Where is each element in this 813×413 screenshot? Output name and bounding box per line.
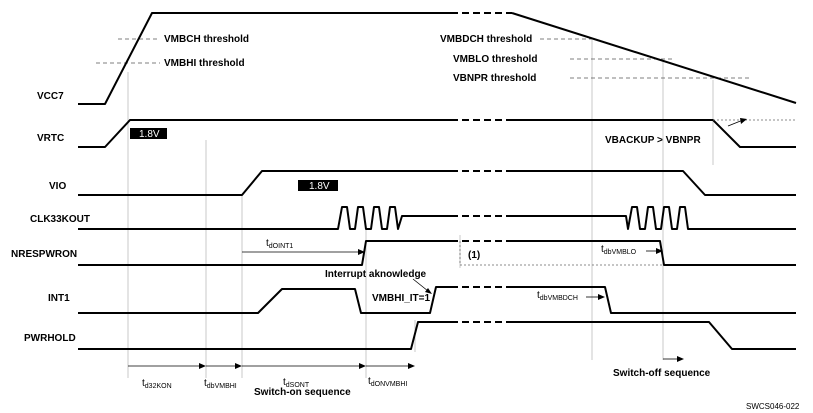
threshold-label-vmblo: VMBLO threshold	[453, 54, 537, 65]
waveform-vcc7	[78, 12, 797, 105]
timing-label-dointi: tdOINT1	[266, 238, 293, 250]
timing-label-dbvmbhi: tdbVMBHI	[204, 378, 237, 390]
signal-label-vrtc: VRTC	[37, 133, 64, 144]
vmbhi-it-label: VMBHI_IT=1	[372, 293, 431, 304]
timing-label-dsont: tdSONT	[283, 377, 310, 389]
vbackup-label: VBACKUP > VBNPR	[605, 135, 701, 146]
vrtc-level-text: 1.8V	[139, 129, 160, 140]
timing-label-dbvmbdch: tdbVMBDCH	[537, 290, 578, 302]
switch-off-sequence-label: Switch-off sequence	[613, 368, 711, 379]
threshold-label-vbnpr: VBNPR threshold	[453, 73, 536, 84]
switch-on-sequence-label: Switch-on sequence	[254, 387, 351, 398]
interrupt-ack-label: Interrupt aknowledge	[325, 269, 427, 280]
timing-arrows-bottom	[128, 356, 684, 369]
vio-level-badge	[298, 180, 338, 191]
threshold-label-vmbhi: VMBHI threshold	[164, 58, 245, 69]
timing-label-d32kon: td32KON	[142, 378, 172, 390]
guide-lines	[127, 40, 714, 378]
note-1-label: (1)	[468, 250, 480, 261]
timing-label-dbvmblo: tdbVMBLO	[601, 244, 637, 256]
figure-id-label: SWCS046-022	[746, 402, 800, 411]
waveform-int1	[78, 286, 796, 314]
waveform-pwrhold	[78, 321, 796, 350]
signal-label-int1: INT1	[48, 293, 70, 304]
signal-label-vcc7: VCC7	[37, 91, 64, 102]
signal-label-clk33kout: CLK33KOUT	[30, 214, 90, 225]
signal-label-pwrhold: PWRHOLD	[24, 333, 76, 344]
threshold-label-vmbdch: VMBDCH threshold	[440, 34, 532, 45]
vio-level-text: 1.8V	[309, 181, 330, 192]
waveform-vrtc	[78, 118, 796, 148]
waveform-nrespwron	[78, 240, 796, 266]
signal-label-vio: VIO	[49, 181, 66, 192]
vrtc-level-badge	[130, 128, 167, 139]
waveform-clk33kout	[78, 206, 796, 230]
timing-label-donvmbhi: tdONVMBHI	[368, 376, 407, 388]
waveform-vio	[78, 170, 796, 196]
threshold-label-vmbch: VMBCH threshold	[164, 34, 249, 45]
signal-label-nrespwron: NRESPWRON	[11, 249, 77, 260]
